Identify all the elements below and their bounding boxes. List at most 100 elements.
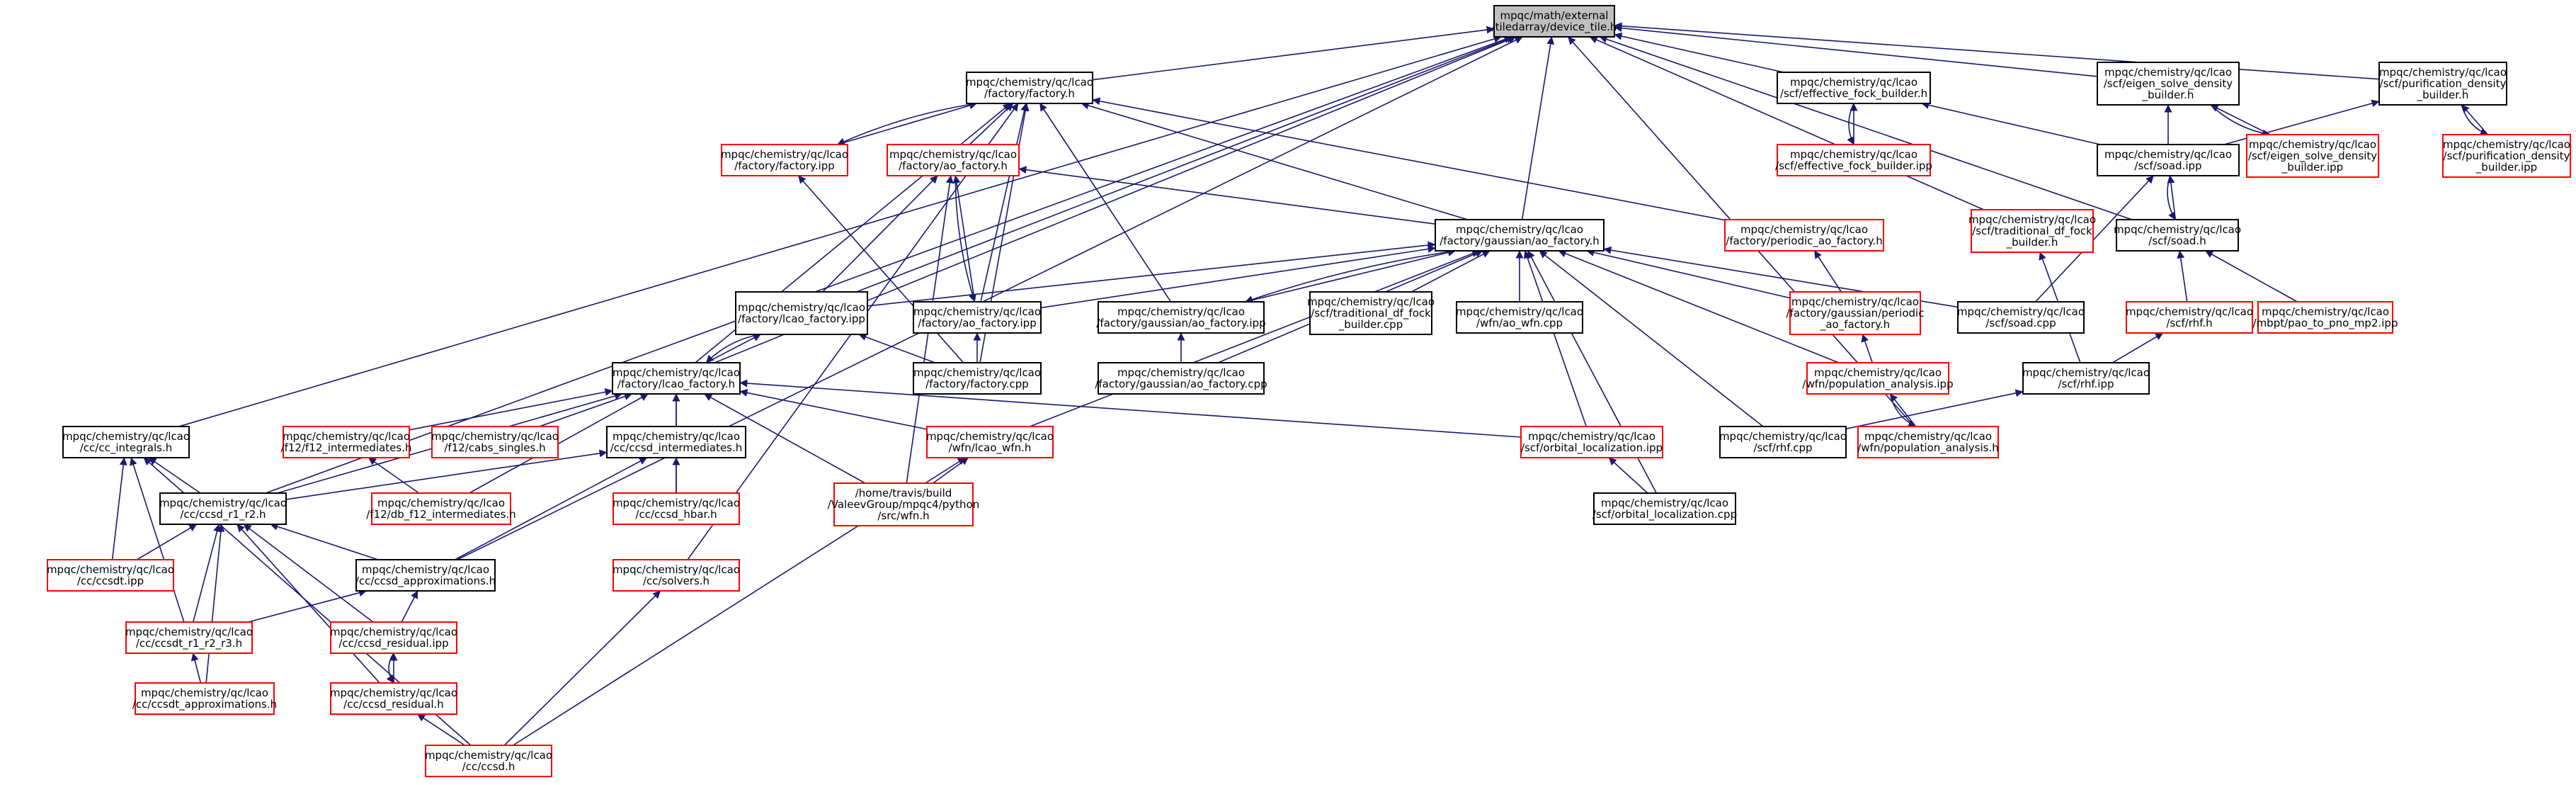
node-label-line: /scf/eigen_solve_density	[2248, 149, 2377, 163]
node-rhf_ipp[interactable]: mpqc/chemistry/qc/lcao/scf/rhf.ipp	[2022, 362, 2150, 395]
node-factory_cpp[interactable]: mpqc/chemistry/qc/lcao/factory/factory.c…	[913, 362, 1042, 395]
node-trad_df_h[interactable]: mpqc/chemistry/qc/lcao/scf/traditional_d…	[1968, 209, 2096, 253]
node-gauss_ao_ipp[interactable]: mpqc/chemistry/qc/lcao/factory/gaussian/…	[1096, 301, 1266, 334]
node-ccsd_h[interactable]: mpqc/chemistry/qc/lcao/cc/ccsd.h	[425, 745, 552, 777]
edge-gauss_ao_h-to-ao_factory_h	[1018, 166, 1436, 225]
node-soad_h[interactable]: mpqc/chemistry/qc/lcao/scf/soad.h	[2114, 219, 2241, 252]
node-db_f12_h[interactable]: mpqc/chemistry/qc/lcao/f12/db_f12_interm…	[366, 492, 516, 525]
node-orb_loc_cpp[interactable]: mpqc/chemistry/qc/lcao/scf/orbital_local…	[1592, 492, 1737, 525]
edge-gauss_ao_h-to-factory_h	[1081, 101, 1469, 220]
node-box	[1777, 72, 1931, 104]
node-gauss_ao_h[interactable]: mpqc/chemistry/qc/lcao/factory/gaussian/…	[1435, 219, 1605, 252]
node-eff_fock_h[interactable]: mpqc/chemistry/qc/lcao/scf/effective_foc…	[1777, 72, 1931, 104]
node-eff_fock_ipp[interactable]: mpqc/chemistry/qc/lcao/scf/effective_foc…	[1775, 144, 1932, 176]
node-label-line: /cc/cc_integrals.h	[80, 441, 173, 455]
node-box	[330, 621, 457, 654]
node-label-line: mpqc/chemistry/qc/lcao	[721, 148, 848, 161]
node-eigen_ipp[interactable]: mpqc/chemistry/qc/lcao/scf/eigen_solve_d…	[2246, 134, 2379, 178]
node-lcao_wfn_h[interactable]: mpqc/chemistry/qc/lcao/wfn/lcao_wfn.h	[926, 426, 1054, 458]
node-label-line: /f12/cabs_singles.h	[444, 441, 545, 455]
node-box	[355, 559, 496, 592]
node-ccsd_r1r2_h[interactable]: mpqc/chemistry/qc/lcao/cc/ccsd_r1_r2.h	[159, 492, 287, 525]
node-box	[1520, 426, 1663, 458]
node-pao_ipp[interactable]: mpqc/chemistry/qc/lcao/mbpt/pao_to_pno_m…	[2253, 301, 2398, 334]
node-box	[1309, 291, 1432, 335]
node-purif_ipp[interactable]: mpqc/chemistry/qc/lcao/scf/purification_…	[2442, 134, 2571, 178]
edge-ccsdt_approx_h-to-ccsd_r1r2_h	[205, 524, 225, 684]
node-box	[1098, 362, 1265, 395]
node-label-line: mpqc/chemistry/qc/lcao	[2126, 305, 2253, 318]
node-gauss_periodic_h[interactable]: mpqc/chemistry/qc/lcao/factory/gaussian/…	[1786, 291, 1925, 335]
node-label-line: /scf/traditional_df_fock	[1972, 225, 2092, 238]
node-ccsdt_ipp[interactable]: mpqc/chemistry/qc/lcao/cc/ccsdt.ipp	[47, 559, 174, 592]
edge-eff_fock_h-to-eff_fock_ipp	[1847, 103, 1854, 145]
node-label-line: mpqc/chemistry/qc/lcao	[1307, 295, 1435, 308]
node-lcao_factory_h[interactable]: mpqc/chemistry/qc/lcao/factory/lcao_fact…	[612, 362, 741, 395]
node-ccsdt_r1r2r3_h[interactable]: mpqc/chemistry/qc/lcao/cc/ccsdt_r1_r2_r3…	[125, 621, 253, 654]
node-label-line: mpqc/chemistry/qc/lcao	[2104, 148, 2232, 161]
node-rhf_cpp[interactable]: mpqc/chemistry/qc/lcao/scf/rhf.cpp	[1719, 426, 1847, 458]
node-gauss_ao_cpp[interactable]: mpqc/chemistry/qc/lcao/factory/gaussian/…	[1095, 362, 1267, 395]
node-pop_ipp[interactable]: mpqc/chemistry/qc/lcao/wfn/population_an…	[1802, 362, 1954, 395]
node-box	[283, 426, 410, 458]
node-box	[2022, 362, 2150, 395]
node-label-line: mpqc/chemistry/qc/lcao	[1864, 430, 1992, 443]
edge-orb_loc_cpp-to-gauss_ao_h	[1527, 250, 1658, 494]
node-ccsd_resid_h[interactable]: mpqc/chemistry/qc/lcao/cc/ccsd_residual.…	[330, 682, 457, 715]
node-factory_h[interactable]: mpqc/chemistry/qc/lcao/factory/factory.h	[966, 72, 1093, 104]
node-label-line: mpqc/chemistry/qc/lcao	[1740, 223, 1868, 236]
node-wfn_h[interactable]: /home/travis/build/ValeevGroup/mpqc4/pyt…	[828, 482, 980, 526]
node-ccsd_approx_h[interactable]: mpqc/chemistry/qc/lcao/cc/ccsd_approxima…	[355, 559, 496, 592]
node-label-line: _builder.h	[2142, 89, 2194, 102]
edge-ccsd_r1r2_h-to-cc_integrals_h	[148, 457, 201, 494]
edge-pop_ipp-to-gauss_ao_h	[1558, 249, 1840, 363]
edge-ccsd_resid_ipp-to-ccsd_r1r2_h	[243, 524, 374, 623]
node-label-line: /cc/ccsd_residual.h	[343, 698, 444, 711]
node-label-line: /wfn/ao_wfn.cpp	[1476, 317, 1563, 330]
edge-trad_df_cpp-to-gauss_ao_h	[1410, 250, 1491, 293]
edge-wfn_h-to-lcao_wfn_h	[933, 457, 969, 484]
node-box	[2442, 134, 2571, 178]
node-ccsdt_approx_h[interactable]: mpqc/chemistry/qc/lcao/cc/ccsdt_approxim…	[132, 682, 277, 715]
node-label-line: _builder.h	[2006, 236, 2058, 249]
node-lcao_factory_ipp[interactable]: mpqc/chemistry/qc/lcao/factory/lcao_fact…	[735, 291, 868, 335]
edge-soad_h-to-root	[1599, 35, 2133, 220]
node-f12_int_h[interactable]: mpqc/chemistry/qc/lcao/f12/f12_intermedi…	[281, 426, 412, 458]
node-orb_loc_ipp[interactable]: mpqc/chemistry/qc/lcao/scf/orbital_local…	[1520, 426, 1663, 458]
node-ccsd_resid_ipp[interactable]: mpqc/chemistry/qc/lcao/cc/ccsd_residual.…	[330, 621, 457, 654]
node-eigen_h[interactable]: mpqc/chemistry/qc/lcao/scf/eigen_solve_d…	[2097, 62, 2240, 106]
node-ao_factory_h[interactable]: mpqc/chemistry/qc/lcao/factory/ao_factor…	[887, 144, 1020, 176]
node-ccsd_hbar_h[interactable]: mpqc/chemistry/qc/lcao/cc/ccsd_hbar.h	[612, 492, 740, 525]
edge-factory_cpp-to-factory_ipp	[797, 175, 964, 363]
edge-gauss_ao_ipp-to-factory_h	[1039, 103, 1172, 303]
node-periodic_ao_h[interactable]: mpqc/chemistry/qc/lcao/factory/periodic_…	[1724, 219, 1884, 252]
node-trad_df_cpp[interactable]: mpqc/chemistry/qc/lcao/scf/traditional_d…	[1307, 291, 1435, 335]
edge-ao_factory_ipp-to-factory_h	[980, 103, 1029, 303]
node-box	[62, 426, 190, 458]
node-ao_factory_ipp[interactable]: mpqc/chemistry/qc/lcao/factory/ao_factor…	[913, 301, 1042, 334]
node-box	[1724, 219, 1884, 252]
node-label-line: mpqc/chemistry/qc/lcao	[612, 497, 740, 509]
node-pop_h[interactable]: mpqc/chemistry/qc/lcao/wfn/population_an…	[1857, 426, 1999, 458]
node-label-line: /wfn/population_analysis.h	[1857, 441, 1999, 455]
node-box	[135, 682, 275, 715]
edge-ao_factory_ipp-to-gauss_ao_h	[1040, 245, 1436, 309]
node-box	[612, 492, 740, 525]
node-soad_cpp[interactable]: mpqc/chemistry/qc/lcao/scf/soad.cpp	[1957, 301, 2085, 334]
edge-factory_cpp-to-lcao_factory_ipp	[858, 333, 935, 363]
node-ao_wfn_cpp[interactable]: mpqc/chemistry/qc/lcao/wfn/ao_wfn.cpp	[1456, 301, 1583, 334]
node-label-line: mpqc/chemistry/qc/lcao	[1528, 430, 1655, 443]
node-cc_integrals_h[interactable]: mpqc/chemistry/qc/lcao/cc/cc_integrals.h	[62, 426, 190, 458]
node-box	[159, 492, 287, 525]
node-ccsd_int_h[interactable]: mpqc/chemistry/qc/lcao/cc/ccsd_intermedi…	[606, 426, 746, 458]
node-label-line: mpqc/chemistry/qc/lcao	[1790, 148, 1917, 161]
node-rhf_h[interactable]: mpqc/chemistry/qc/lcao/scf/rhf.h	[2126, 301, 2253, 334]
edge-rhf_h-to-soad_h	[2177, 250, 2188, 303]
node-solvers_h[interactable]: mpqc/chemistry/qc/lcao/cc/solvers.h	[612, 559, 740, 592]
node-purif_h[interactable]: mpqc/chemistry/qc/lcao/scf/purification_…	[2378, 62, 2507, 106]
node-cabs_h[interactable]: mpqc/chemistry/qc/lcao/f12/cabs_singles.…	[431, 426, 559, 458]
node-soad_ipp[interactable]: mpqc/chemistry/qc/lcao/scf/soad.ipp	[2097, 144, 2240, 176]
node-factory_ipp[interactable]: mpqc/chemistry/qc/lcao/factory/factory.i…	[721, 144, 848, 176]
node-label-line: /factory/gaussian/ao_factory.cpp	[1095, 378, 1267, 391]
node-label-line: mpqc/chemistry/qc/lcao	[283, 430, 410, 443]
